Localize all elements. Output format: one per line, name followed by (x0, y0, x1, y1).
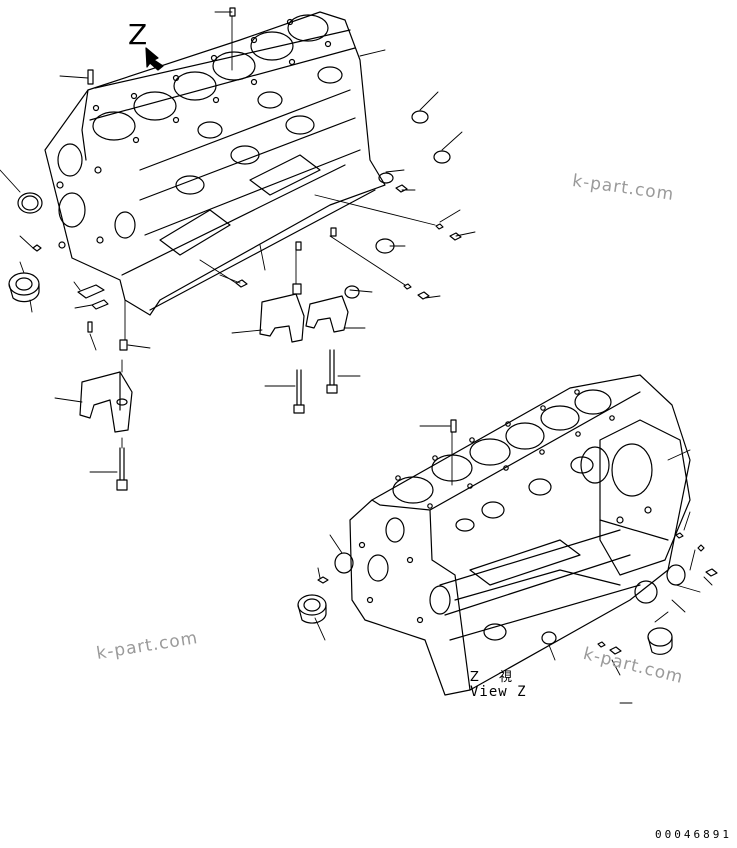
leader-lines-lower (314, 425, 713, 704)
view-z-letter: Z (128, 18, 148, 51)
cylinder-bores-upper (92, 14, 329, 141)
view-label-japanese: Z 視 (470, 670, 521, 685)
figure-code: 00046891 (655, 828, 732, 841)
lower-right-parts (297, 419, 718, 655)
view-label-english: View Z (470, 684, 527, 700)
view-direction-arrow (145, 47, 164, 71)
cylinder-block-top-view (44, 11, 386, 316)
deck-bolt-holes-lower (395, 389, 615, 509)
deck-bolt-holes (92, 18, 332, 144)
main-bearing-cap (79, 371, 133, 433)
leader-lines-upper (0, 11, 476, 473)
cylinder-bores-lower (392, 389, 612, 504)
cylinder-block-view-z (349, 374, 691, 696)
